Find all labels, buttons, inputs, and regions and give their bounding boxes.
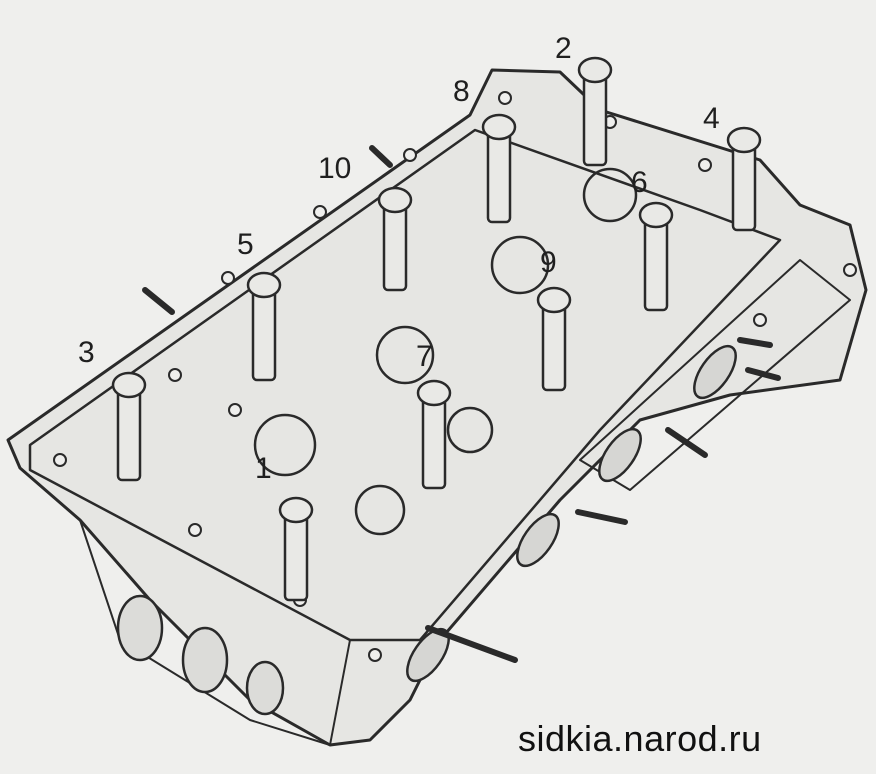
front-ports: [116, 594, 285, 716]
intake-port-3: [598, 427, 642, 483]
port-1: [116, 594, 164, 662]
chamber-openings: [253, 167, 638, 536]
label-bolt-7: 7: [416, 340, 433, 373]
label-bolt-2: 2: [555, 32, 572, 65]
stud-top: [369, 145, 393, 168]
watermark-text: sidkia.narod.ru: [518, 718, 762, 759]
label-bolt-6: 6: [631, 166, 648, 199]
intake-ports: [406, 344, 737, 683]
bolt-8: [481, 113, 517, 224]
stud-2: [575, 509, 628, 525]
bolt-9: [536, 286, 572, 392]
head-bolts: [111, 56, 762, 602]
bolt-6: [638, 201, 674, 312]
bolt-7: [416, 379, 452, 490]
bolt-10: [377, 186, 413, 292]
intake-port-1: [406, 627, 450, 683]
bolt-3: [111, 371, 147, 482]
chamber-ring-4: [582, 167, 638, 223]
stud-1: [425, 625, 518, 663]
label-bolt-5: 5: [237, 228, 254, 261]
label-bolt-10: 10: [318, 152, 351, 185]
stud-5: [745, 367, 781, 381]
stud-3: [665, 427, 708, 458]
bolt-2: [577, 56, 613, 167]
intake-port-4: [693, 344, 737, 400]
stud-4: [737, 337, 773, 348]
label-bolt-4: 4: [703, 102, 720, 135]
bolt-4: [726, 126, 762, 232]
stud-left: [142, 287, 175, 315]
label-bolt-1: 1: [255, 452, 272, 485]
chamber-ring-3: [490, 235, 550, 295]
bolt-1: [278, 496, 314, 602]
label-bolt-8: 8: [453, 75, 470, 108]
bolt-5: [246, 271, 282, 382]
bolt-number-labels: 1 2 3 4 5 6 7 8 9 10: [78, 32, 720, 485]
label-bolt-3: 3: [78, 336, 95, 369]
port-2: [181, 626, 229, 694]
chamber-ring-6: [446, 406, 494, 454]
intake-port-2: [516, 512, 560, 568]
studs: [142, 145, 781, 663]
chamber-ring-5: [354, 484, 406, 536]
label-bolt-9: 9: [540, 246, 557, 279]
port-3: [245, 660, 285, 716]
chamber-ring-1: [253, 413, 317, 477]
chamber-ring-2: [375, 325, 435, 385]
